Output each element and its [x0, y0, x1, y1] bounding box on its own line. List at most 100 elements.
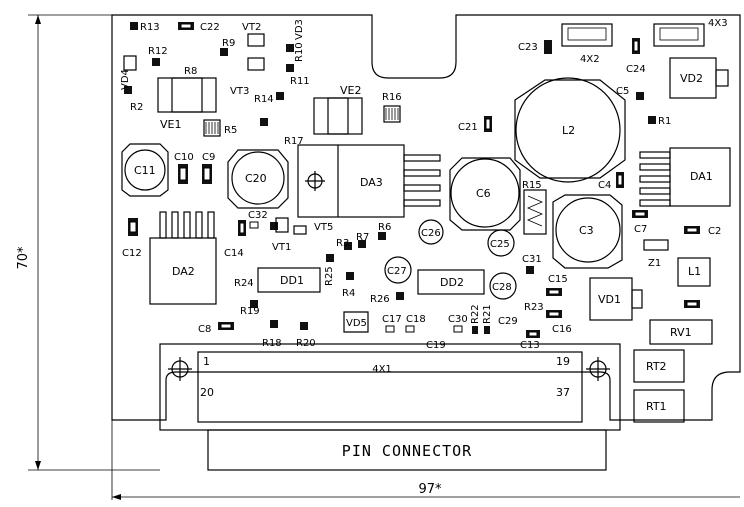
svg-text:R5: R5	[224, 125, 237, 136]
connector-4x2: 4X2	[561, 23, 613, 65]
varistor-rv1: RV1	[649, 319, 713, 345]
svg-text:C3: C3	[579, 224, 594, 237]
svg-text:R18: R18	[262, 338, 282, 349]
zener-z1: Z1	[643, 239, 669, 269]
svg-text:4X3: 4X3	[708, 18, 728, 29]
svg-text:C7: C7	[634, 224, 647, 235]
svg-text:C11: C11	[134, 164, 156, 177]
svg-text:C16: C16	[552, 324, 572, 335]
svg-text:C22: C22	[200, 22, 220, 33]
svg-text:R24: R24	[234, 278, 254, 289]
svg-text:VT1: VT1	[272, 242, 291, 253]
svg-text:C20: C20	[245, 172, 267, 185]
svg-text:R22: R22	[470, 304, 481, 324]
svg-text:C2: C2	[708, 226, 721, 237]
svg-text:DA2: DA2	[172, 265, 195, 278]
svg-text:C12: C12	[122, 248, 142, 259]
svg-text:R23: R23	[524, 302, 544, 313]
svg-text:L2: L2	[562, 124, 575, 137]
svg-text:C30: C30	[448, 314, 468, 325]
diode-vd5: VD5	[343, 311, 369, 333]
height-label: 70*	[16, 246, 31, 270]
svg-text:4X2: 4X2	[580, 54, 600, 65]
svg-text:VD4: VD4	[120, 69, 131, 90]
pin-connector-title: PIN CONNECTOR	[342, 442, 472, 460]
chip-ve2: VE2	[313, 84, 363, 135]
diode-vd2: VD2	[669, 57, 729, 99]
pin-connector: PIN CONNECTOR 4X1 1 20 19 37	[159, 343, 621, 471]
svg-text:R19: R19	[240, 306, 260, 317]
svg-text:VE2: VE2	[340, 84, 361, 97]
component-labels: R13 C22 VT2 VD3 R10 R9 R11 VD4 R12 R8 VT…	[120, 19, 721, 351]
svg-text:Z1: Z1	[648, 258, 661, 269]
svg-text:C24: C24	[626, 64, 646, 75]
chip-da1: DA1	[639, 147, 731, 207]
svg-text:DD2: DD2	[440, 276, 464, 289]
svg-text:DA1: DA1	[690, 170, 713, 183]
smd-pads	[124, 22, 700, 338]
svg-text:R26: R26	[370, 294, 390, 305]
svg-text:C27: C27	[387, 266, 407, 277]
svg-text:R12: R12	[148, 46, 168, 57]
svg-text:RT1: RT1	[646, 400, 667, 413]
svg-text:C28: C28	[492, 282, 512, 293]
connector-4x3: 4X3	[653, 18, 728, 47]
svg-text:C13: C13	[520, 340, 540, 351]
inductor-l1: L1	[677, 257, 711, 287]
capacitor-c20: C20	[227, 149, 289, 209]
svg-text:R3: R3	[336, 238, 349, 249]
pin-1: 1	[203, 355, 210, 368]
chip-dd1: DD1	[257, 267, 321, 293]
svg-text:L1: L1	[688, 265, 701, 278]
diode-vd1: VD1	[589, 277, 643, 321]
svg-text:R6: R6	[378, 222, 391, 233]
pin-20: 20	[200, 386, 214, 399]
svg-text:R2: R2	[130, 102, 143, 113]
svg-text:C29: C29	[498, 316, 518, 327]
svg-text:R17: R17	[284, 136, 304, 147]
resistor-arrays: R15 R5 R16	[203, 92, 547, 235]
svg-text:C23: C23	[518, 42, 538, 53]
svg-text:R16: R16	[382, 92, 402, 103]
svg-text:DA3: DA3	[360, 176, 383, 189]
thermistor-rt2: RT2	[633, 349, 685, 383]
height-dimension: 70*	[16, 14, 160, 471]
svg-text:C19: C19	[426, 340, 446, 351]
svg-text:C21: C21	[458, 122, 478, 133]
svg-text:C5: C5	[616, 86, 629, 97]
svg-text:C25: C25	[490, 239, 510, 250]
svg-text:C4: C4	[598, 180, 611, 191]
chip-ve1: VE1	[157, 77, 217, 131]
svg-text:RT2: RT2	[646, 360, 667, 373]
svg-text:DD1: DD1	[280, 274, 304, 287]
width-label: 97*	[418, 482, 442, 497]
svg-text:C8: C8	[198, 324, 211, 335]
svg-text:C26: C26	[421, 228, 441, 239]
svg-text:R20: R20	[296, 338, 316, 349]
svg-text:R9: R9	[222, 38, 235, 49]
svg-text:R7: R7	[356, 232, 369, 243]
capacitor-c6: C6	[449, 157, 521, 231]
capacitor-c3: C3	[552, 194, 623, 269]
svg-text:R15: R15	[522, 180, 542, 191]
svg-text:R4: R4	[342, 288, 355, 299]
svg-text:VD3: VD3	[294, 19, 305, 40]
regulator-da3: DA3	[297, 144, 441, 218]
small-caps: C26 C25 C27 C28	[384, 219, 517, 300]
svg-text:C10: C10	[174, 152, 194, 163]
svg-text:VD2: VD2	[680, 72, 703, 85]
svg-text:R13: R13	[140, 22, 160, 33]
thermistor-rt1: RT1	[633, 389, 685, 423]
svg-text:C17: C17	[382, 314, 402, 325]
svg-text:RV1: RV1	[670, 326, 692, 339]
svg-text:VD5: VD5	[346, 318, 367, 329]
pin-37: 37	[556, 386, 570, 399]
chip-da2: DA2	[149, 211, 217, 305]
svg-text:C6: C6	[476, 187, 491, 200]
svg-text:C18: C18	[406, 314, 426, 325]
svg-text:R11: R11	[290, 76, 310, 87]
svg-text:VT3: VT3	[230, 86, 249, 97]
svg-text:VE1: VE1	[160, 118, 181, 131]
svg-text:R14: R14	[254, 94, 274, 105]
pin-19: 19	[556, 355, 570, 368]
